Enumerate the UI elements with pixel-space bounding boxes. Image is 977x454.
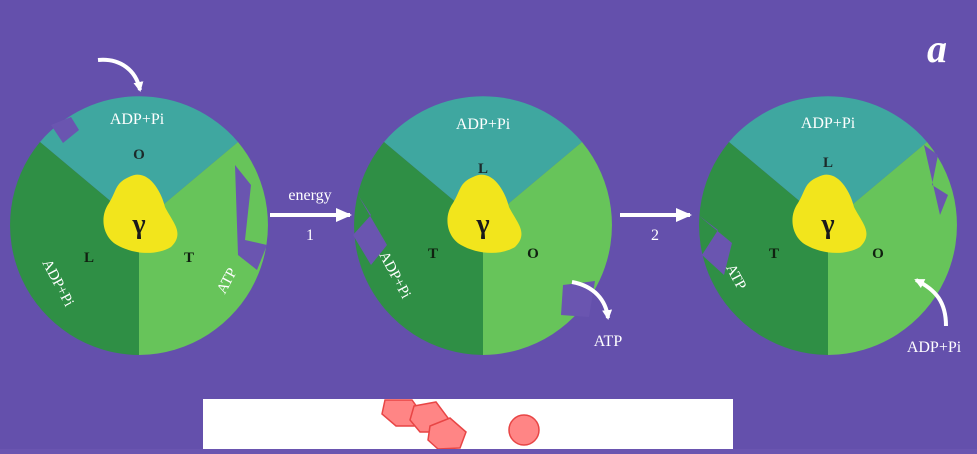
gamma-label: γ xyxy=(820,209,834,240)
site-top-label: O xyxy=(133,147,145,163)
step-1-number: 1 xyxy=(306,227,314,244)
top-substrate-label: ADP+Pi xyxy=(456,116,511,133)
site-left-label: L xyxy=(84,250,94,266)
top-substrate-label: ADP+Pi xyxy=(110,111,165,128)
site-right-label: O xyxy=(872,246,884,262)
site-left-label: T xyxy=(769,246,779,262)
top-substrate-label: ADP+Pi xyxy=(801,115,856,132)
site-top-label: L xyxy=(823,155,833,171)
site-top-label: L xyxy=(478,161,488,177)
footer-panel xyxy=(203,399,733,449)
red-blob xyxy=(509,415,539,445)
enzyme-state-1: γ O L T ADP+Pi ADP+Pi ATP xyxy=(10,96,268,355)
site-left-label: T xyxy=(428,246,438,262)
step-2-number: 2 xyxy=(651,227,659,244)
enzyme-state-3: γ L T O ADP+Pi ATP xyxy=(698,96,957,355)
site-right-label: T xyxy=(184,250,194,266)
adp-binding-label: ADP+Pi xyxy=(907,339,962,356)
step-1-energy-label: energy xyxy=(288,187,331,204)
enzyme-state-2: γ L T O ADP+Pi ADP+Pi xyxy=(353,96,612,355)
gamma-label: γ xyxy=(131,209,145,240)
panel-letter: a xyxy=(927,26,947,71)
atp-release-label: ATP xyxy=(594,333,623,350)
site-right-label: O xyxy=(527,246,539,262)
gamma-label: γ xyxy=(475,209,489,240)
